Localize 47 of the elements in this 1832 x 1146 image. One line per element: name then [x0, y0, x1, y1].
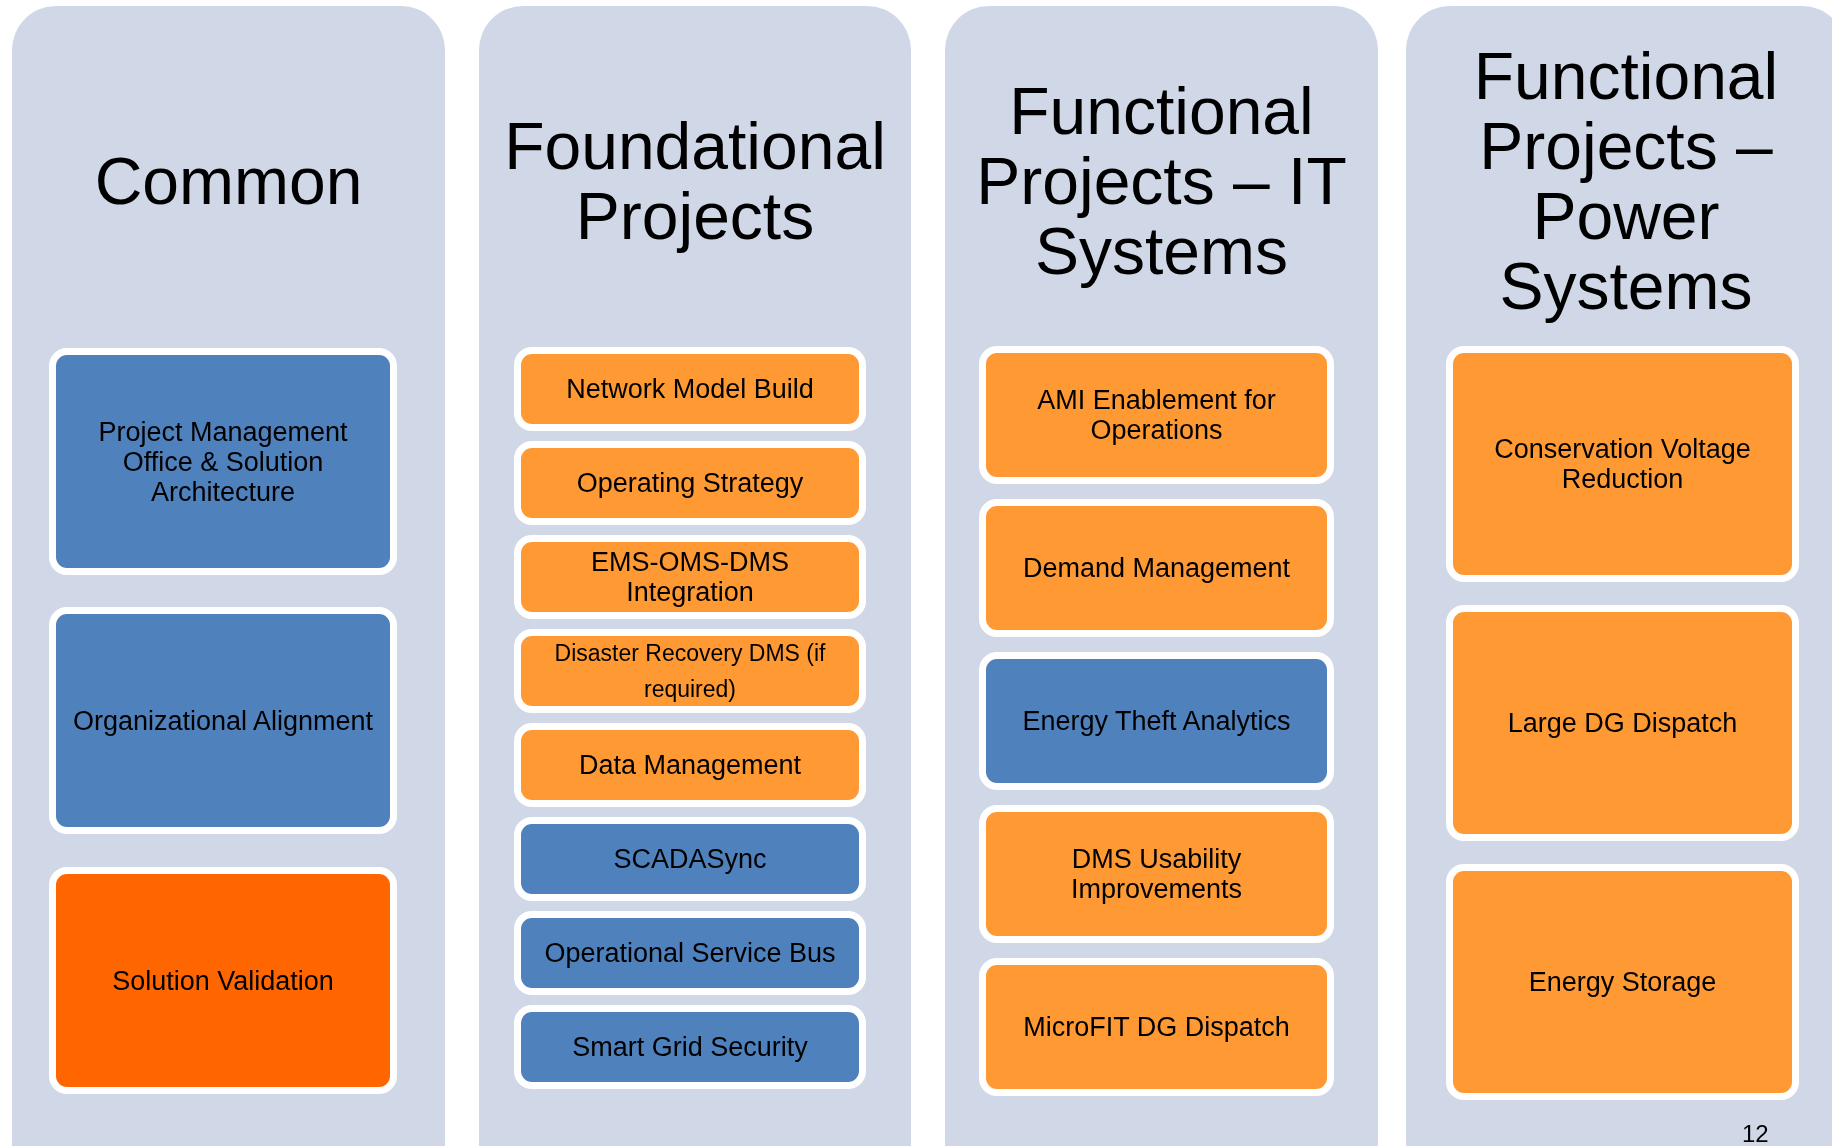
project-box: [979, 958, 1334, 1096]
project-label: Organizational Alignment: [71, 705, 375, 736]
project-label: MicroFIT DG Dispatch: [1022, 1012, 1291, 1042]
project-box: [514, 629, 866, 713]
project-box: [514, 911, 866, 995]
project-box: [979, 346, 1334, 484]
project-label: Operational Service Bus: [543, 938, 837, 968]
column-panel: [479, 6, 911, 1146]
project-box: [514, 817, 866, 901]
project-box: [49, 607, 397, 834]
project-label: AMI Enablement for Operations: [1036, 385, 1277, 445]
project-label: Disaster Recovery DMS (if required): [553, 639, 827, 704]
project-label: EMS-OMS-DMS Integration: [590, 547, 790, 607]
project-box: [979, 652, 1334, 790]
project-label: Energy Theft Analytics: [1021, 706, 1292, 736]
project-box: [979, 499, 1334, 637]
project-box: [1446, 605, 1799, 841]
project-box: [49, 867, 397, 1094]
project-label: SCADASync: [612, 844, 768, 874]
project-label: Demand Management: [1021, 553, 1292, 583]
column-panel: [945, 6, 1378, 1146]
project-box: [514, 723, 866, 807]
project-box: [514, 347, 866, 431]
project-label: DMS Usability Improvements: [1069, 844, 1244, 904]
project-box: [49, 348, 397, 575]
column-heading: Common: [93, 146, 364, 216]
column-heading: Functional Projects – Power Systems: [1472, 41, 1780, 321]
project-label: Energy Storage: [1527, 967, 1718, 997]
project-box: [514, 441, 866, 525]
column-heading: Functional Projects – IT Systems: [975, 76, 1348, 286]
page-number: 12: [1742, 1120, 1769, 1146]
project-box: [979, 805, 1334, 943]
project-label: Operating Strategy: [575, 468, 805, 498]
column-heading: Foundational Projects: [503, 111, 887, 251]
project-label: Project Management Office & Solution Architecture: [97, 416, 349, 507]
project-label: Large DG Dispatch: [1506, 708, 1739, 738]
project-box: [514, 535, 866, 619]
project-box: [1446, 346, 1799, 582]
project-label: Network Model Build: [565, 374, 815, 404]
project-box: [1446, 864, 1799, 1100]
project-label: Smart Grid Security: [571, 1032, 809, 1062]
column-panel: [1406, 6, 1832, 1146]
column-panel: [12, 6, 445, 1146]
project-label: Conservation Voltage Reduction: [1493, 434, 1752, 494]
project-label: Data Management: [577, 750, 803, 780]
project-box: [514, 1005, 866, 1089]
project-label: Solution Validation: [111, 965, 335, 996]
